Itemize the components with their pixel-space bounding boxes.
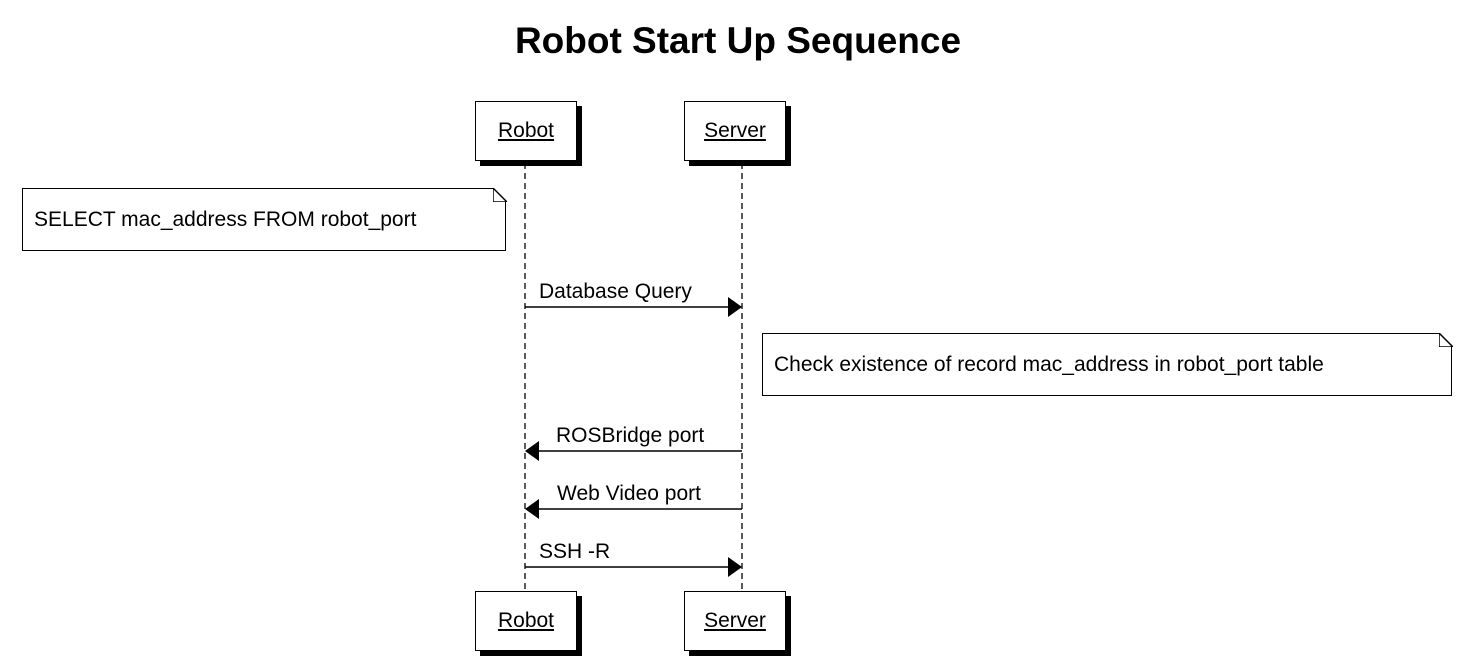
participant-server-bottom: Server: [684, 591, 786, 651]
message-ssh-r-label: SSH -R: [539, 540, 611, 563]
rosbridge-port-arrowhead: [525, 441, 539, 461]
participant-robot-bottom: Robot: [475, 591, 577, 651]
note-fold-icon: [1438, 332, 1453, 347]
ssh-r-arrowhead: [728, 557, 742, 577]
message-rosbridge-port-label: ROSBridge port: [556, 424, 705, 447]
note-check-existence-text: Check existence of record mac_address in…: [774, 352, 1324, 376]
participant-server-top-label: Server: [704, 119, 766, 142]
note-check-existence: Check existence of record mac_address in…: [762, 332, 1453, 396]
diagram-title: Robot Start Up Sequence: [514, 20, 962, 61]
participant-server-bottom-label: Server: [704, 609, 766, 632]
note-select-query: SELECT mac_address FROM robot_port: [22, 187, 507, 251]
message-web-video-port-label: Web Video port: [557, 482, 701, 505]
message-database-query-label: Database Query: [539, 280, 692, 303]
note-fold-icon: [492, 187, 507, 202]
note-select-query-text: SELECT mac_address FROM robot_port: [34, 207, 417, 231]
web-video-port-arrowhead: [525, 499, 539, 519]
participant-server-top: Server: [684, 101, 786, 161]
database-query-arrowhead: [728, 297, 742, 317]
participant-robot-top: Robot: [475, 101, 577, 161]
participant-robot-top-label: Robot: [497, 119, 555, 142]
participant-robot-bottom-label: Robot: [497, 609, 555, 632]
